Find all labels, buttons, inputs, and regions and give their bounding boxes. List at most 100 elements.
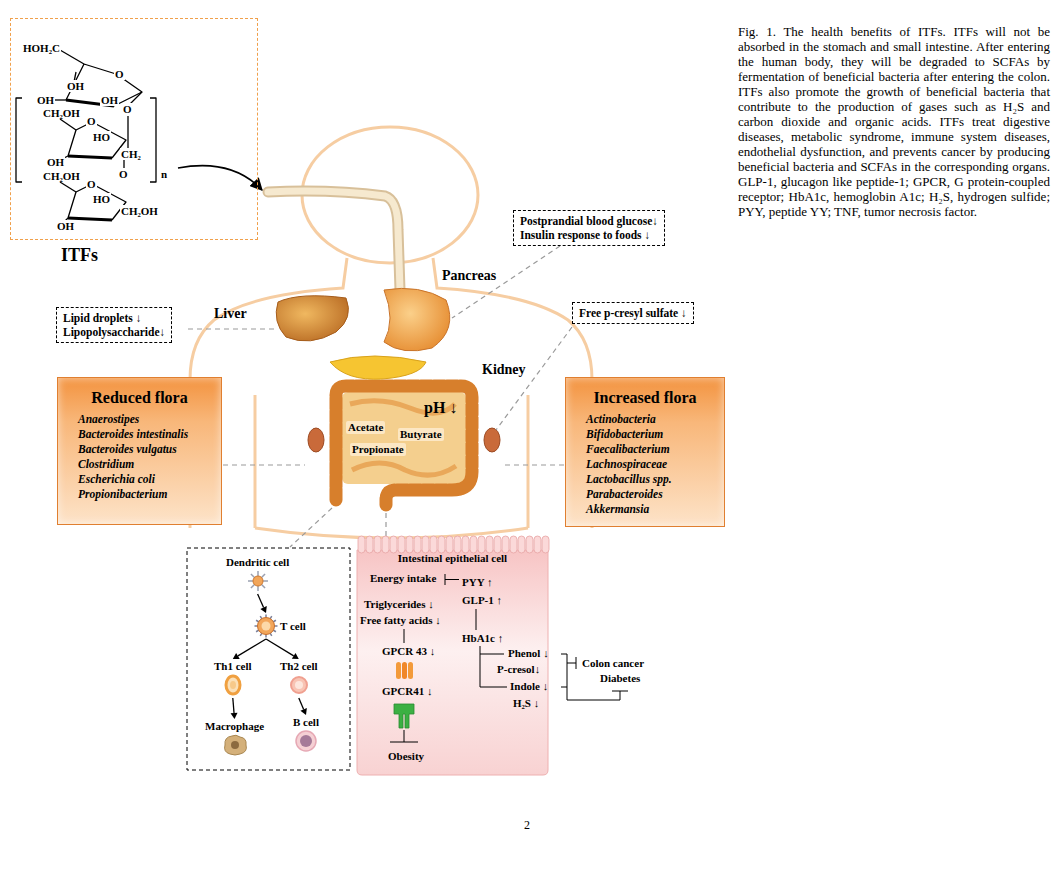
pathway-label: HbA1c ↑ xyxy=(462,632,503,645)
taxon-name: Escherichia coli xyxy=(66,472,213,487)
villus xyxy=(446,536,453,553)
pathway-lines xyxy=(390,730,418,742)
chemical-atom-label: OH xyxy=(46,156,65,168)
chemical-atom-label: OH xyxy=(66,80,85,92)
taxon-name: Bacteroides vulgatus xyxy=(66,442,213,457)
cell-icon xyxy=(244,569,272,593)
scfa-name: Propionate xyxy=(350,443,406,456)
scfa-name: Butyrate xyxy=(398,428,444,441)
arrowhead xyxy=(260,606,266,613)
villus xyxy=(358,536,365,553)
itf-structure-bonds xyxy=(16,98,22,182)
pathway-label: Triglycerides ↓ xyxy=(364,598,434,611)
cell-name: B cell xyxy=(293,716,319,729)
immune-cell: Th2 cell xyxy=(280,660,318,697)
chemical-atom-label: n xyxy=(160,168,168,180)
cell-icon xyxy=(219,673,247,697)
villus xyxy=(542,536,549,553)
cell-body xyxy=(291,677,307,693)
ingestion-arrow xyxy=(178,166,262,190)
leader-lines xyxy=(496,327,572,430)
ingestion-arrow xyxy=(178,166,262,190)
pathway-label: Energy intake xyxy=(370,572,436,585)
chemical-atom-label: HOH₂C xyxy=(22,42,61,54)
villus-row xyxy=(358,536,549,553)
chemical-atom-label: OH xyxy=(56,220,75,232)
chemical-atom-label: CH₂OH xyxy=(42,170,81,182)
figure-label: ITFs xyxy=(61,245,98,265)
itf-structure-bonds xyxy=(123,160,124,168)
cell-name: Macrophage xyxy=(205,720,264,733)
villus xyxy=(486,536,493,553)
digestive-organs xyxy=(342,392,466,484)
itf-structure-bonds xyxy=(68,186,126,220)
cell-name: Dendritic cell xyxy=(226,556,289,569)
figure-caption: Fig. 1. The health benefits of ITFs. ITF… xyxy=(738,24,1050,219)
cell-nucleus xyxy=(231,741,239,749)
digestive-organs xyxy=(336,386,472,505)
villus xyxy=(526,536,533,553)
connector-line xyxy=(299,698,304,709)
leader-lines xyxy=(188,246,572,547)
chemical-atom-label: O xyxy=(122,103,133,115)
cell-icon xyxy=(285,673,313,697)
cell-icon xyxy=(252,614,280,638)
cell-nucleus xyxy=(262,622,271,631)
cell-body xyxy=(226,676,240,694)
taxon-name: Faecalibacterium xyxy=(574,442,716,457)
itf-structure-bonds xyxy=(66,64,142,106)
itf-structure-bonds xyxy=(60,50,84,64)
chemical-atom-label: CH₂OH xyxy=(42,107,81,119)
immune-cell: Th1 cell xyxy=(214,660,252,697)
villus xyxy=(502,536,509,553)
connector-line xyxy=(258,594,264,608)
panel-heading: Intestinal epithelial cell xyxy=(357,552,548,565)
leader-lines xyxy=(188,328,274,329)
villus xyxy=(470,536,477,553)
pathway-label: GPCR 43 ↓ xyxy=(382,645,435,658)
villus xyxy=(406,536,413,553)
immune-cell: Macrophage xyxy=(205,720,264,757)
taxon-name: Propionibacterium xyxy=(66,487,213,502)
pathway-lines xyxy=(445,574,459,585)
cell-arrow xyxy=(233,639,266,659)
body-outline xyxy=(190,127,592,538)
finding-text: Lipopolysaccharide↓ xyxy=(63,325,165,339)
villus xyxy=(414,536,421,553)
leader-lines xyxy=(223,464,305,465)
immune-cell: B cell xyxy=(292,716,320,753)
body-outline xyxy=(254,395,257,528)
page-number: 2 xyxy=(524,818,530,832)
connector-line xyxy=(266,639,294,656)
finding-box: Postprandial blood glucose↓Insulin respo… xyxy=(513,210,665,246)
pathway-label: Diabetes xyxy=(600,672,640,685)
pathway-lines xyxy=(567,687,628,700)
villus xyxy=(366,536,373,553)
taxon-name: Bacteroides intestinalis xyxy=(66,427,213,442)
villus xyxy=(438,536,445,553)
organ-name: Liver xyxy=(214,306,247,322)
pathway-label: H₂S ↓ xyxy=(513,697,539,710)
cell-arrow xyxy=(258,594,267,613)
chemical-atom-label: OH xyxy=(100,94,119,106)
taxon-name: Clostridium xyxy=(66,457,213,472)
taxon-name: Akkermansia xyxy=(574,502,716,517)
itf-structure-bonds xyxy=(60,182,76,192)
villus xyxy=(494,536,501,553)
esophagus-tube xyxy=(268,191,400,290)
pathway-label: Obesity xyxy=(388,750,424,763)
finding-text: Free p-cresyl sulfate ↓ xyxy=(579,306,687,320)
body-outline xyxy=(527,395,530,528)
leader-lines xyxy=(385,513,386,538)
flora-box: Reduced floraAnaerostipesBacteroides int… xyxy=(57,377,222,525)
pathway-label: PYY ↑ xyxy=(462,576,492,589)
box-heading: Increased flora xyxy=(574,388,716,408)
taxon-name: Parabacteroides xyxy=(574,487,716,502)
itf-structure-bonds xyxy=(127,116,128,148)
itf-structure-bonds xyxy=(68,156,112,158)
chemical-atom-label: O xyxy=(86,115,97,127)
epithelium-shape xyxy=(357,550,548,775)
itf-structure-bonds xyxy=(60,119,76,130)
chemical-atom-label: CH₂ xyxy=(120,148,142,160)
